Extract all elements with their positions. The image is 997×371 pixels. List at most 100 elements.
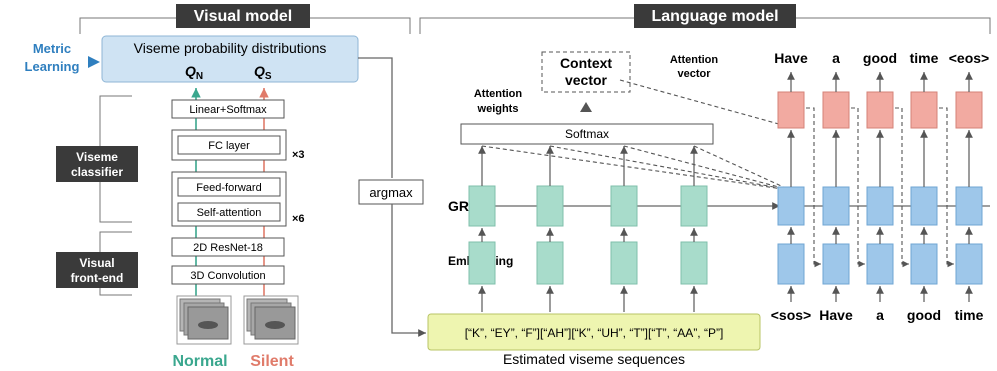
visual-frontend-tag bbox=[56, 252, 138, 288]
decoder-gru-cell bbox=[777, 186, 805, 226]
attention-vector-label-1: Attention bbox=[670, 54, 719, 66]
gru-cell bbox=[468, 185, 496, 227]
resnet-label: 2D ResNet-18 bbox=[193, 242, 263, 254]
encoder-column bbox=[536, 146, 564, 312]
metric-learning-label-2: Learning bbox=[25, 59, 80, 74]
embedding-cell bbox=[610, 241, 638, 285]
fc-layer-label: FC layer bbox=[208, 140, 250, 152]
decoder-embedding-cell bbox=[777, 243, 805, 285]
viseme-classifier-label-1: Viseme bbox=[76, 150, 118, 164]
viseme-prob-box bbox=[101, 35, 359, 83]
metric-arrow-icon bbox=[88, 56, 100, 68]
feed-forward-box bbox=[177, 177, 281, 197]
prob-to-argmax-line bbox=[358, 57, 393, 178]
softmax-label: Softmax bbox=[565, 127, 609, 141]
normal-lip-frames bbox=[176, 295, 232, 345]
embedding-cell bbox=[536, 241, 564, 285]
transformer-times-label: ×6 bbox=[292, 213, 305, 225]
decoder-column bbox=[777, 72, 805, 302]
gru-cell bbox=[610, 185, 638, 227]
encoder-column bbox=[468, 146, 496, 312]
conv3d-box bbox=[171, 265, 285, 285]
decoder-embedding-cell bbox=[822, 243, 850, 285]
output-word: time bbox=[910, 50, 939, 66]
decoder-column bbox=[955, 72, 983, 302]
output-word: a bbox=[832, 50, 840, 66]
output-word: good bbox=[863, 50, 897, 66]
input-word: a bbox=[876, 307, 884, 323]
attention-weights-label-1: Attention bbox=[474, 88, 523, 100]
decoder-gru-cell bbox=[822, 186, 850, 226]
context-vector-box bbox=[541, 51, 631, 93]
encoder bbox=[468, 146, 780, 312]
attention-cell bbox=[955, 91, 983, 129]
attention-cell bbox=[866, 91, 894, 129]
embedding-cell bbox=[468, 241, 496, 285]
visual-frontend-label-1: Visual bbox=[79, 256, 114, 270]
input-word: time bbox=[955, 307, 984, 323]
attention-dashes bbox=[481, 79, 791, 191]
output-word: Have bbox=[774, 50, 808, 66]
conv3d-label: 3D Convolution bbox=[190, 270, 265, 282]
gru-cell bbox=[680, 185, 708, 227]
linear-softmax-box bbox=[171, 99, 285, 119]
softmax-box bbox=[460, 123, 714, 145]
fc-layer-box bbox=[177, 135, 281, 155]
encoder-column bbox=[680, 146, 708, 312]
visual-frontend-label-2: front-end bbox=[71, 271, 124, 285]
language-model-title: Language model bbox=[651, 8, 778, 25]
input-word: Have bbox=[819, 307, 853, 323]
resnet-box bbox=[171, 237, 285, 257]
visual-model-title-bg bbox=[176, 4, 310, 28]
decoder-embedding-cell bbox=[910, 243, 938, 285]
language-model-title-bg bbox=[634, 4, 796, 28]
viseme-prob-label: Viseme probability distributions bbox=[134, 40, 327, 56]
visual-model-title: Visual model bbox=[194, 8, 292, 25]
language-model-section: Language model Context vector Attention … bbox=[419, 4, 991, 367]
silent-lip-frames bbox=[243, 295, 299, 345]
self-attention-box bbox=[177, 202, 281, 222]
normal-label: Normal bbox=[172, 353, 227, 370]
embedding-cell bbox=[680, 241, 708, 285]
viseme-classifier-tag bbox=[56, 146, 138, 182]
attention-weights-label-2: weights bbox=[477, 103, 519, 115]
argmax-to-sequence-arrow bbox=[391, 204, 426, 337]
viseme-classifier-label-2: classifier bbox=[71, 165, 123, 179]
context-triangle-icon bbox=[580, 102, 592, 112]
decoder-gru-cell bbox=[866, 186, 894, 226]
context-vector-label-1: Context bbox=[560, 55, 612, 71]
q-silent-label: QS bbox=[254, 63, 272, 82]
input-word: good bbox=[907, 307, 941, 323]
q-normal-label: QN bbox=[185, 63, 203, 82]
attention-cell bbox=[822, 91, 850, 129]
self-attention-label: Self-attention bbox=[197, 207, 262, 219]
attention-vector-label-2: vector bbox=[677, 68, 711, 80]
attention-cell bbox=[910, 91, 938, 129]
output-word: <eos> bbox=[949, 50, 989, 66]
argmax-box bbox=[358, 179, 424, 205]
decoder-embedding-cell bbox=[955, 243, 983, 285]
viseme-sequence-text: [“K”, “EY”, “F”][“AH”][“K”, “UH”, “T”][“… bbox=[465, 326, 724, 340]
decoder-gru-cell bbox=[955, 186, 983, 226]
gru-cell bbox=[536, 185, 564, 227]
attention-cell bbox=[777, 91, 805, 129]
fc-times-label: ×3 bbox=[292, 149, 305, 161]
feed-forward-label: Feed-forward bbox=[196, 182, 261, 194]
decoder-column bbox=[910, 72, 938, 302]
linear-softmax-label: Linear+Softmax bbox=[189, 104, 267, 116]
estimated-sequence-caption: Estimated viseme sequences bbox=[503, 351, 685, 367]
input-word: <sos> bbox=[771, 307, 811, 323]
decoder-gru-cell bbox=[910, 186, 938, 226]
visual-model-section: Visual model Metric Learning Viseme prob… bbox=[25, 4, 426, 370]
decoder-embedding-cell bbox=[866, 243, 894, 285]
context-vector-label-2: vector bbox=[565, 72, 608, 88]
silent-label: Silent bbox=[250, 353, 294, 370]
decoder-column bbox=[822, 72, 850, 302]
viseme-sequence-box bbox=[427, 313, 761, 351]
decoder-column bbox=[866, 72, 894, 302]
metric-learning-label-1: Metric bbox=[33, 41, 71, 56]
decoder bbox=[777, 72, 990, 302]
argmax-label: argmax bbox=[369, 185, 413, 200]
encoder-column bbox=[610, 146, 638, 312]
